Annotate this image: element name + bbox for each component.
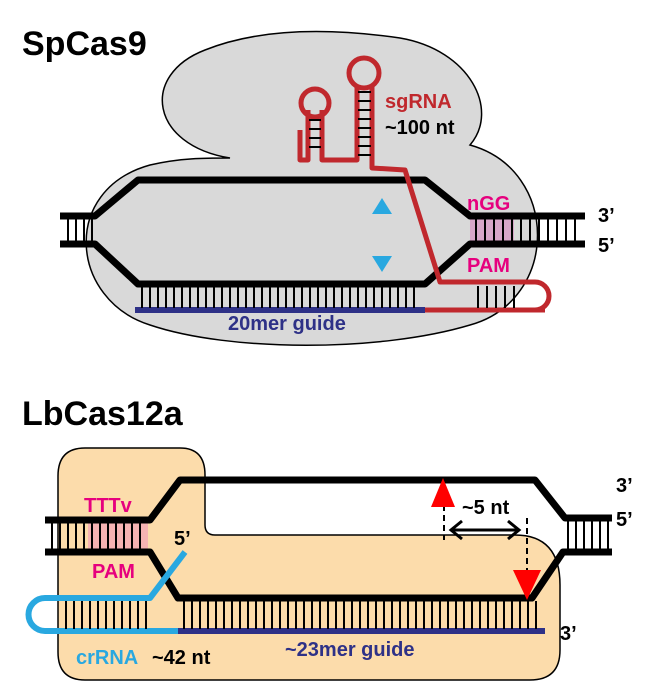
spcas9-title: SpCas9 [22,25,147,63]
spcas9-sgrna-loop-2 [346,55,382,91]
lbcas12a-offset-arrow [448,519,522,541]
lbcas12a-title: LbCas12a [22,395,184,433]
spcas9-sgrna-name: sgRNA [385,91,452,113]
spcas9-end-5prime: 5’ [598,235,615,257]
spcas9-sgrna-strand [297,85,545,313]
spcas9-pam-box [470,215,514,245]
spcas9-pam-label: PAM [467,255,510,277]
spcas9-pam-seq: nGG [467,193,510,215]
lbcas12a-crrna-length: ~42 nt [152,647,211,669]
lbcas12a-dna-bottom-strand [45,548,612,602]
lbcas12a-guide-3prime: 3’ [560,623,577,645]
lbcas12a-panel: LbCas12a TTTv PAM 5’ ~5 nt crRNA [22,395,633,681]
spcas9-sgrna-length: ~100 nt [385,117,455,139]
lbcas12a-end-3prime: 3’ [616,475,633,497]
spcas9-panel: SpCas9 sgRNA ~100 nt nGG PAM 20mer guide… [22,25,615,346]
lbcas12a-guide-label: ~23mer guide [285,639,415,661]
spcas9-guide-label: 20mer guide [228,313,346,335]
lbcas12a-cut-arrow-bottom [513,570,541,600]
lbcas12a-base-pairs [51,521,609,629]
lbcas12a-cut-arrow-top [431,478,455,507]
lbcas12a-crrna-hairpin [25,595,60,634]
spcas9-protein-body [85,30,539,346]
lbcas12a-dna-top-strand [45,476,612,524]
lbcas12a-pam-label: PAM [92,561,135,583]
lbcas12a-pam-seq: TTTv [84,495,133,517]
spcas9-sgrna-loop-1 [298,86,332,120]
spcas9-base-pairs [67,91,576,308]
spcas9-cut-arrow-top [372,198,392,214]
spcas9-end-3prime: 3’ [598,205,615,227]
lbcas12a-end-5prime: 5’ [616,509,633,531]
spcas9-sgrna-hairpin [520,279,552,313]
lbcas12a-rna-5prime: 5’ [174,528,191,550]
lbcas12a-crrna-strand [60,550,188,634]
spcas9-dna-top-strand [60,176,585,220]
lbcas12a-offset-label: ~5 nt [462,497,510,519]
lbcas12a-crrna-name: crRNA [76,647,138,669]
spcas9-cut-arrow-bottom [372,256,392,272]
spcas9-dna-bottom-strand [60,240,585,288]
lbcas12a-pam-box [88,523,148,551]
